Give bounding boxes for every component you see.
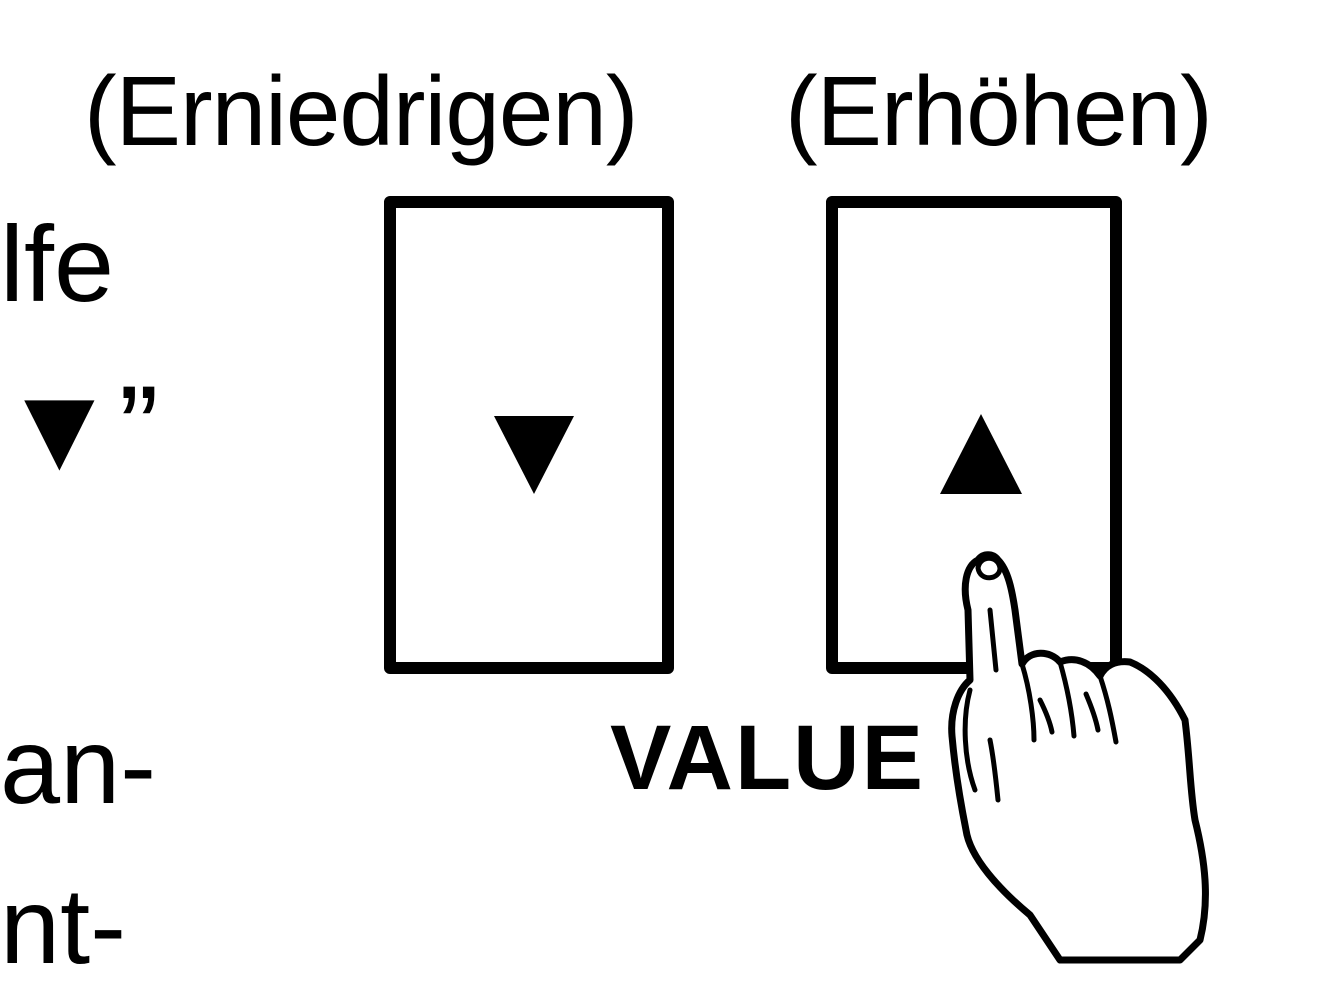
up-triangle-icon xyxy=(940,414,1022,494)
increase-label: (Erhöhen) xyxy=(785,56,1213,166)
side-text-fragment: ▼” xyxy=(0,361,159,495)
down-triangle-icon xyxy=(494,416,574,494)
decrease-label: (Erniedrigen) xyxy=(84,56,638,166)
value-key-label: VALUE xyxy=(610,707,925,809)
side-text-fragment: an- xyxy=(0,705,157,826)
side-text-fragment: nt- xyxy=(0,865,127,986)
side-text-fragment: lfe xyxy=(0,203,115,324)
decrease-key[interactable] xyxy=(384,196,674,674)
